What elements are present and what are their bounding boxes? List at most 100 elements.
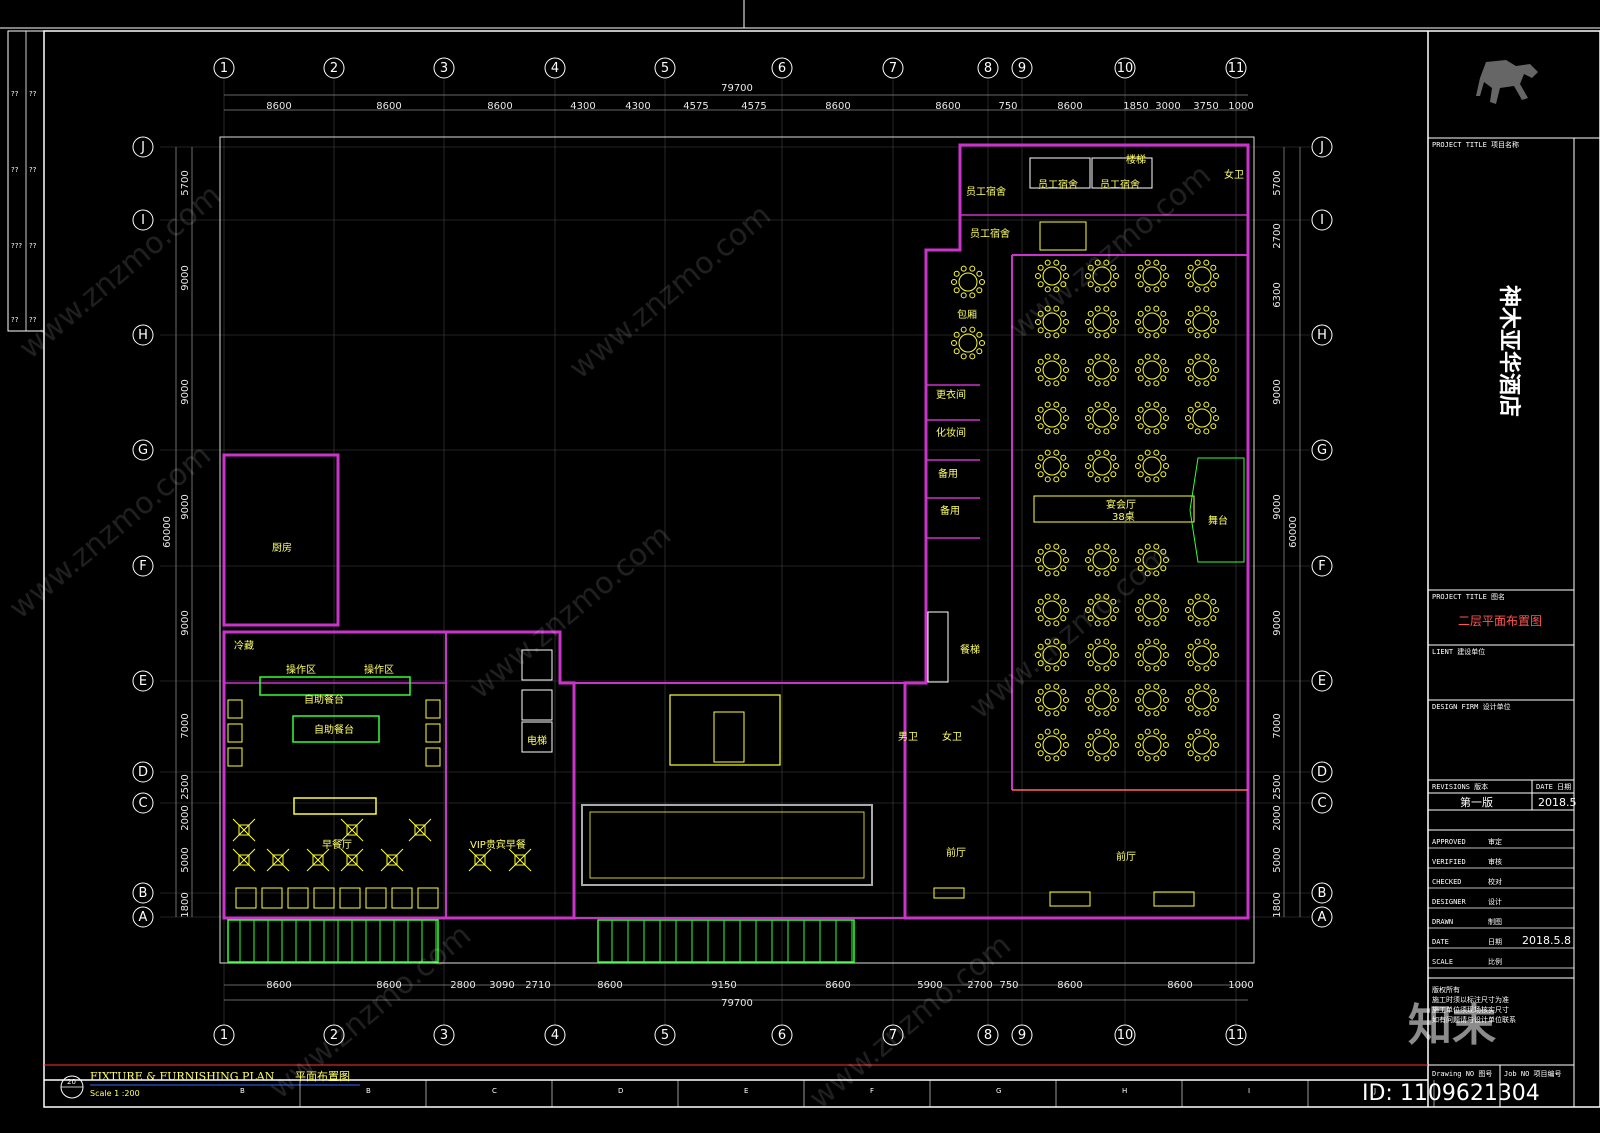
banquet-table-bottom-2-2 [1135,638,1169,672]
svg-text:7: 7 [889,61,897,76]
client-label: LIENT 建设单位 [1432,647,1485,656]
dim-bottom-8: 5900 [917,980,942,991]
horse-logo [1476,60,1538,104]
grid-bubble-10-bottom: 10 [1114,1024,1136,1046]
svg-text:B: B [1318,886,1327,901]
title-block-text: PROJECT TITLE 项目名称 神木亚华酒店 PROJECT TITLE … [1432,140,1577,809]
dim-top-12: 3000 [1155,101,1180,112]
plan-number: 20 [67,1078,76,1086]
dim-bottom-7: 8600 [825,980,850,991]
svg-text:C: C [138,796,147,811]
breakfast-table-5 [408,818,432,842]
grid-bubble-4-bottom: 4 [544,1024,566,1046]
footer-letter-9: J [1373,1087,1376,1095]
footer-letter-2: C [492,1087,497,1095]
dim-top-4: 4300 [625,101,650,112]
dim-bottom-6: 9150 [711,980,736,991]
operation-area-label-2: 操作区 [364,663,394,676]
svg-text:G: G [138,443,148,458]
grid-bubble-E-left: E [132,670,154,692]
breakfast-table-3 [340,848,364,872]
banquet-table-bottom-4-0 [1035,728,1069,762]
dim-top-6: 4575 [741,101,766,112]
grid-bubble-3-bottom: 3 [433,1024,455,1046]
tb-row-cn-6: 比例 [1488,957,1502,966]
lobby-label-1: 前厅 [946,846,966,859]
svg-text:3: 3 [440,1028,448,1043]
dim-top-13: 3750 [1193,101,1218,112]
dim-left-1: 9000 [180,265,191,290]
tb-row-en-date: DATE [1432,938,1449,946]
womens-restroom-label: 女卫 [942,730,962,743]
banquet-tables [951,259,1219,762]
svg-text:3: 3 [440,61,448,76]
banquet-table-top-2-1 [1085,353,1119,387]
watermark-text-8: www.znzmo.com [803,928,1018,1117]
tb-row-en-checked: CHECKED [1432,878,1462,886]
svg-text:A: A [139,910,148,925]
banquet-table-bottom-1-1 [1085,593,1119,627]
dim-right-9: 5000 [1272,847,1283,872]
dim-top-8: 8600 [935,101,960,112]
svg-text:11: 11 [1228,1028,1245,1043]
grid-bubble-I-right: I [1311,209,1333,231]
tb-row-en-verified: VERIFIED [1432,858,1466,866]
grid-bubble-11-top: 11 [1225,57,1247,79]
breakfast-table-8 [508,848,532,872]
banquet-table-bottom-2-3 [1185,638,1219,672]
svg-text:2: 2 [330,1028,338,1043]
plan-title: 20 FIXTURE & FURNISHING PLAN 平面布置图 Scale… [60,1070,360,1099]
svg-text:6: 6 [778,61,786,76]
dim-left-5: 7000 [180,713,191,738]
grid-bubble-F-right: F [1311,555,1333,577]
lobby-label-2: 前厅 [1116,850,1136,863]
grid-bubble-H-left: H [132,324,154,346]
grid-bubble-6-top: 6 [771,57,793,79]
grid-bubble-4-top: 4 [544,57,566,79]
footer-letter-0: B [240,1087,245,1095]
banquet-table-top-2-0 [1035,353,1069,387]
footer-letter-6: G [996,1087,1001,1095]
banquet-table-bottom-4-3 [1185,728,1219,762]
tb-row-cn-3: 设计 [1488,897,1502,906]
banquet-table-bottom-3-0 [1035,683,1069,717]
dim-right-5: 9000 [1272,610,1283,635]
dim-bottom-3: 3090 [489,980,514,991]
dim-top-2: 8600 [487,101,512,112]
left-wing-details [259,676,411,815]
grid-bubble-5-bottom: 5 [654,1024,676,1046]
grid-bubble-G-right: G [1311,439,1333,461]
breakfast-table-4 [380,848,404,872]
booth-seat-2 [287,887,309,909]
dim-left-6: 2500 [180,774,191,799]
window-mullions [239,920,853,962]
drawing-title-label: PROJECT TITLE 图名 [1432,592,1505,601]
buffet-label: 自助餐台 [314,723,354,736]
elevator-label: 电梯 [527,734,547,747]
banquet-table-bottom-1-0 [1035,593,1069,627]
grid-bubble-C-right: C [1311,792,1333,814]
banquet-table-bottom-4-2 [1135,728,1169,762]
banquet-table-bottom-3-3 [1185,683,1219,717]
right-wing-details [927,157,1245,683]
dim-bottom-11: 8600 [1057,980,1082,991]
tb-row-en-scale: SCALE [1432,958,1453,966]
staff-dorm-label-3: 员工宿舍 [966,185,1006,198]
private-room-label: 包厢 [957,308,977,321]
banquet-hall-label: 宴会厅 [1106,498,1136,511]
grid-bubble-11-bottom: 11 [1225,1024,1247,1046]
dim-right-4: 9000 [1272,494,1283,519]
grid-bubble-H-right: H [1311,324,1333,346]
dim-bottom-2: 2800 [450,980,475,991]
dim-top-9: 750 [998,101,1017,112]
dim-left-2: 9000 [180,379,191,404]
dim-left-9: 1800 [180,892,191,917]
banquet-table-top-1-0 [1035,305,1069,339]
footer-letter-4: E [744,1087,748,1095]
dim-bottom-total: 79700 [721,998,753,1009]
grid-bubble-B-right: B [1311,882,1333,904]
booth-seat-5 [365,887,387,909]
drawing-frame [0,0,1600,1108]
svg-text:1: 1 [220,61,228,76]
